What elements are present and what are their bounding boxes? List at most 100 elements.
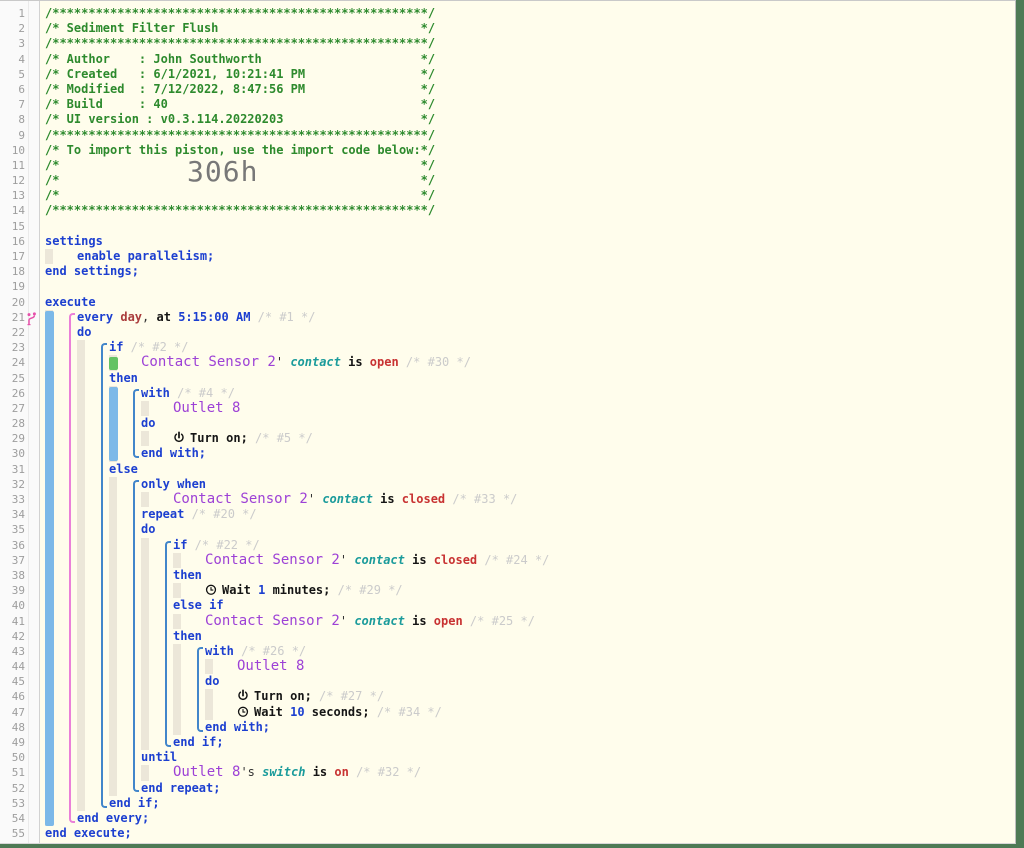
block-bracket — [101, 343, 107, 808]
line-content: then — [173, 568, 202, 583]
line-number: 41 — [11, 614, 25, 628]
code-line-47[interactable]: Wait 10 seconds; /* #34 */ — [41, 704, 1015, 720]
code-line-16[interactable]: settings — [41, 234, 1015, 249]
code-line-53[interactable]: end if; — [41, 795, 1015, 811]
code-line-44[interactable]: Outlet 8 — [41, 658, 1015, 675]
indent-guide — [141, 689, 149, 705]
code-line-14[interactable]: /***************************************… — [41, 203, 1015, 218]
code-line-37[interactable]: Contact Sensor 2' contact is closed /* #… — [41, 551, 1015, 568]
code-line-7[interactable]: /* Build : 40 */ — [41, 97, 1015, 112]
async-indicator-icon — [26, 311, 37, 330]
code-line-8[interactable]: /* UI version : v0.3.114.20220203 */ — [41, 112, 1015, 127]
line-number: 44 — [11, 660, 25, 674]
line-number: 23 — [11, 341, 25, 355]
block-bracket — [165, 541, 171, 747]
code-line-24[interactable]: Contact Sensor 2' contact is open /* #30… — [41, 355, 1015, 371]
code-line-38[interactable]: then — [41, 567, 1015, 584]
code-line-23[interactable]: if /* #2 */ — [41, 340, 1015, 356]
line-content: execute — [45, 295, 96, 310]
line-content: else if — [173, 598, 224, 613]
code-line-55[interactable]: end execute; — [41, 826, 1015, 841]
code-line-4[interactable]: /* Author : John Southworth */ — [41, 52, 1015, 67]
line-content: only when — [141, 477, 206, 492]
indent-guide — [141, 674, 149, 690]
code-line-42[interactable]: then — [41, 628, 1015, 644]
code-token: minutes; — [265, 583, 331, 598]
indent-guide — [109, 583, 117, 599]
code-line-12[interactable]: /* */ — [41, 173, 1015, 188]
code-line-21[interactable]: every day, at 5:15:00 AM /* #1 */ — [41, 309, 1015, 325]
indent-guide — [109, 780, 117, 796]
line-number: 33 — [11, 493, 25, 506]
code-line-1[interactable]: /***************************************… — [41, 6, 1015, 21]
indent-guide — [109, 689, 117, 705]
code-line-34[interactable]: repeat /* #20 */ — [41, 507, 1015, 523]
block-bracket — [133, 480, 139, 793]
line-number: 35 — [11, 523, 25, 537]
code-line-36[interactable]: if /* #22 */ — [41, 537, 1015, 553]
code-line-5[interactable]: /* Created : 6/1/2021, 10:21:41 PM */ — [41, 67, 1015, 82]
code-line-13[interactable]: /* */ — [41, 188, 1015, 203]
line-content: /***************************************… — [45, 36, 435, 51]
indent-guide — [77, 628, 85, 644]
code-line-35[interactable]: do — [41, 522, 1015, 538]
line-number: 52 — [11, 781, 25, 795]
code-line-51[interactable]: Outlet 8's switch is on /* #32 */ — [41, 765, 1015, 781]
code-line-26[interactable]: with /* #4 */ — [41, 385, 1015, 401]
line-content: do — [141, 416, 155, 431]
code-line-46[interactable]: Turn on; /* #27 */ — [41, 689, 1015, 705]
code-line-10[interactable]: /* To import this piston, use the import… — [41, 143, 1015, 158]
code-token: do — [141, 522, 156, 537]
code-line-27[interactable]: Outlet 8 — [41, 400, 1015, 417]
code-line-50[interactable]: until — [41, 750, 1015, 766]
code-line-52[interactable]: end repeat; — [41, 780, 1015, 796]
code-line-32[interactable]: only when — [41, 476, 1015, 492]
code-line-17[interactable]: enable parallelism; — [41, 249, 1015, 265]
indent-guide — [173, 659, 181, 675]
code-line-2[interactable]: /* Sediment Filter Flush */ — [41, 21, 1015, 36]
code-token: closed — [401, 492, 446, 506]
code-line-11[interactable]: /* */ — [41, 158, 1015, 173]
indent-guide — [141, 492, 149, 508]
code-line-39[interactable]: Wait 1 minutes; /* #29 */ — [41, 583, 1015, 599]
code-line-40[interactable]: else if — [41, 598, 1015, 614]
code-line-41[interactable]: Contact Sensor 2' contact is open /* #25… — [41, 613, 1015, 629]
indent-guide — [109, 765, 117, 781]
condition-true-bar — [109, 356, 118, 370]
indent-guide — [173, 613, 181, 629]
code-token: is — [372, 492, 402, 506]
line-number: 27 — [11, 401, 25, 415]
code-line-31[interactable]: else — [41, 461, 1015, 477]
code-line-20[interactable]: execute — [41, 295, 1015, 310]
code-area[interactable]: /***************************************… — [41, 1, 1015, 843]
code-line-9[interactable]: /***************************************… — [41, 128, 1015, 143]
line-number: 48 — [11, 720, 25, 734]
code-line-30[interactable]: end with; — [41, 446, 1015, 462]
line-number: 46 — [11, 690, 25, 704]
code-token: /***************************************… — [45, 203, 436, 218]
code-line-25[interactable]: then — [41, 370, 1015, 386]
code-token: closed — [433, 552, 478, 567]
code-line-19[interactable] — [41, 279, 1015, 294]
code-line-28[interactable]: do — [41, 416, 1015, 432]
code-line-49[interactable]: end if; — [41, 735, 1015, 751]
code-token: ' — [339, 552, 355, 567]
code-line-45[interactable]: do — [41, 674, 1015, 690]
code-line-48[interactable]: end with; — [41, 719, 1015, 735]
code-line-29[interactable]: Turn on; /* #5 */ — [41, 431, 1015, 447]
code-line-54[interactable]: end every; — [41, 810, 1015, 827]
code-line-43[interactable]: with /* #26 */ — [41, 643, 1015, 660]
indent-guide — [109, 552, 117, 568]
code-line-18[interactable]: end settings; — [41, 264, 1015, 279]
code-line-15[interactable] — [41, 219, 1015, 234]
indent-guide — [173, 552, 181, 568]
code-line-6[interactable]: /* Modified : 7/12/2022, 8:47:56 PM */ — [41, 82, 1015, 97]
block-bracket — [197, 647, 203, 732]
code-line-3[interactable]: /***************************************… — [41, 36, 1015, 51]
code-line-22[interactable]: do — [41, 324, 1015, 341]
code-token: Contact Sensor 2 — [205, 551, 340, 568]
line-content: Contact Sensor 2' contact is open /* #30… — [141, 355, 471, 370]
line-content: if /* #22 */ — [173, 538, 260, 553]
code-line-33[interactable]: Contact Sensor 2' contact is closed /* #… — [41, 491, 1015, 508]
